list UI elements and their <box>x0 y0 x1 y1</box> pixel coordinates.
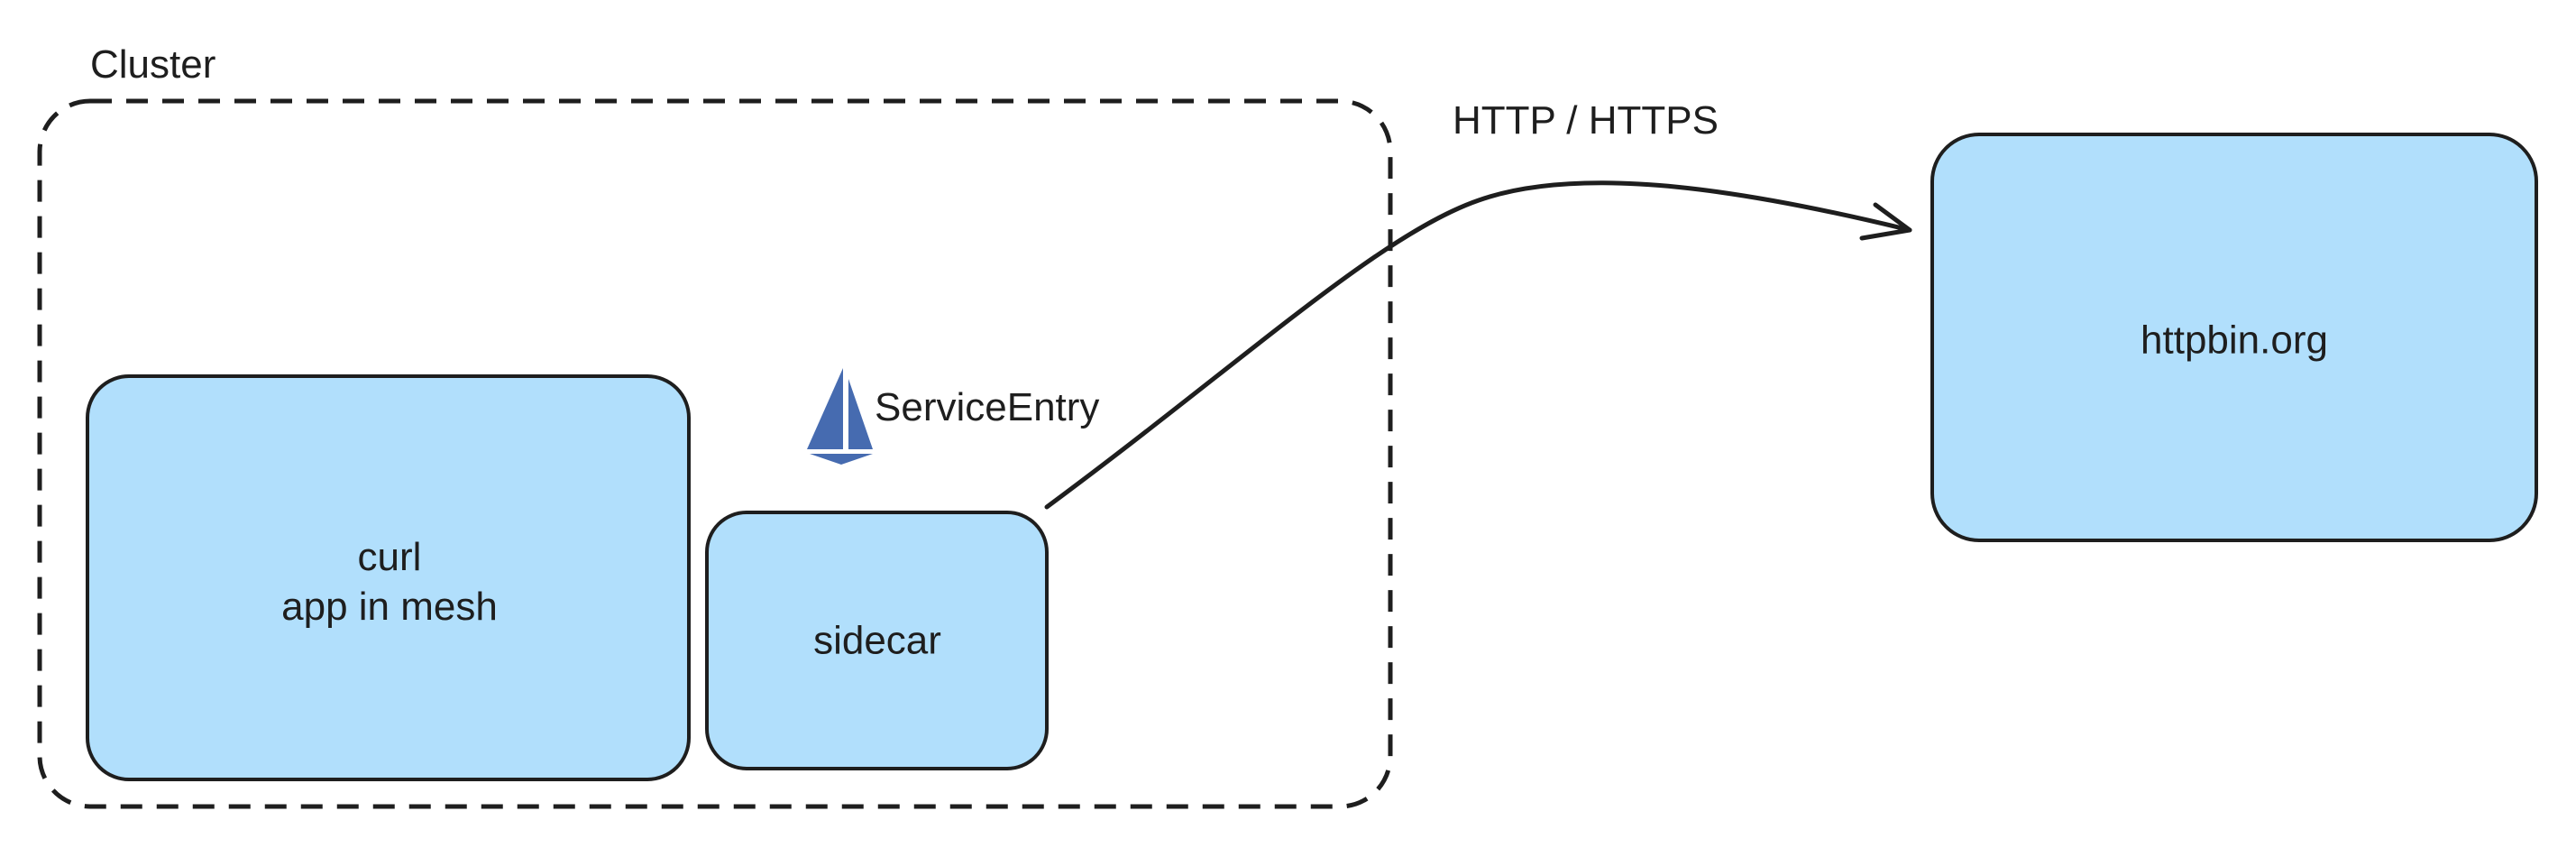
protocol-label: HTTP / HTTPS <box>1453 98 1719 143</box>
curl-app-name: curl <box>357 535 422 579</box>
connection-arrow <box>1044 180 1912 510</box>
istio-sail-icon <box>807 368 873 465</box>
curl-app-box <box>86 374 691 781</box>
cluster-boundary <box>37 98 1393 809</box>
connection-arrow-line <box>1044 180 1912 510</box>
cluster-label: Cluster <box>90 42 216 87</box>
service-entry-label: ServiceEntry <box>875 385 1100 429</box>
httpbin-label: httpbin.org <box>2141 318 2328 363</box>
arrow-head <box>1859 202 1912 241</box>
httpbin-box <box>1930 133 2538 542</box>
sidecar-label: sidecar <box>813 618 941 663</box>
curl-app-label: curl app in mesh <box>281 532 498 631</box>
curl-app-description: app in mesh <box>281 585 498 629</box>
sidecar-box <box>705 511 1049 770</box>
